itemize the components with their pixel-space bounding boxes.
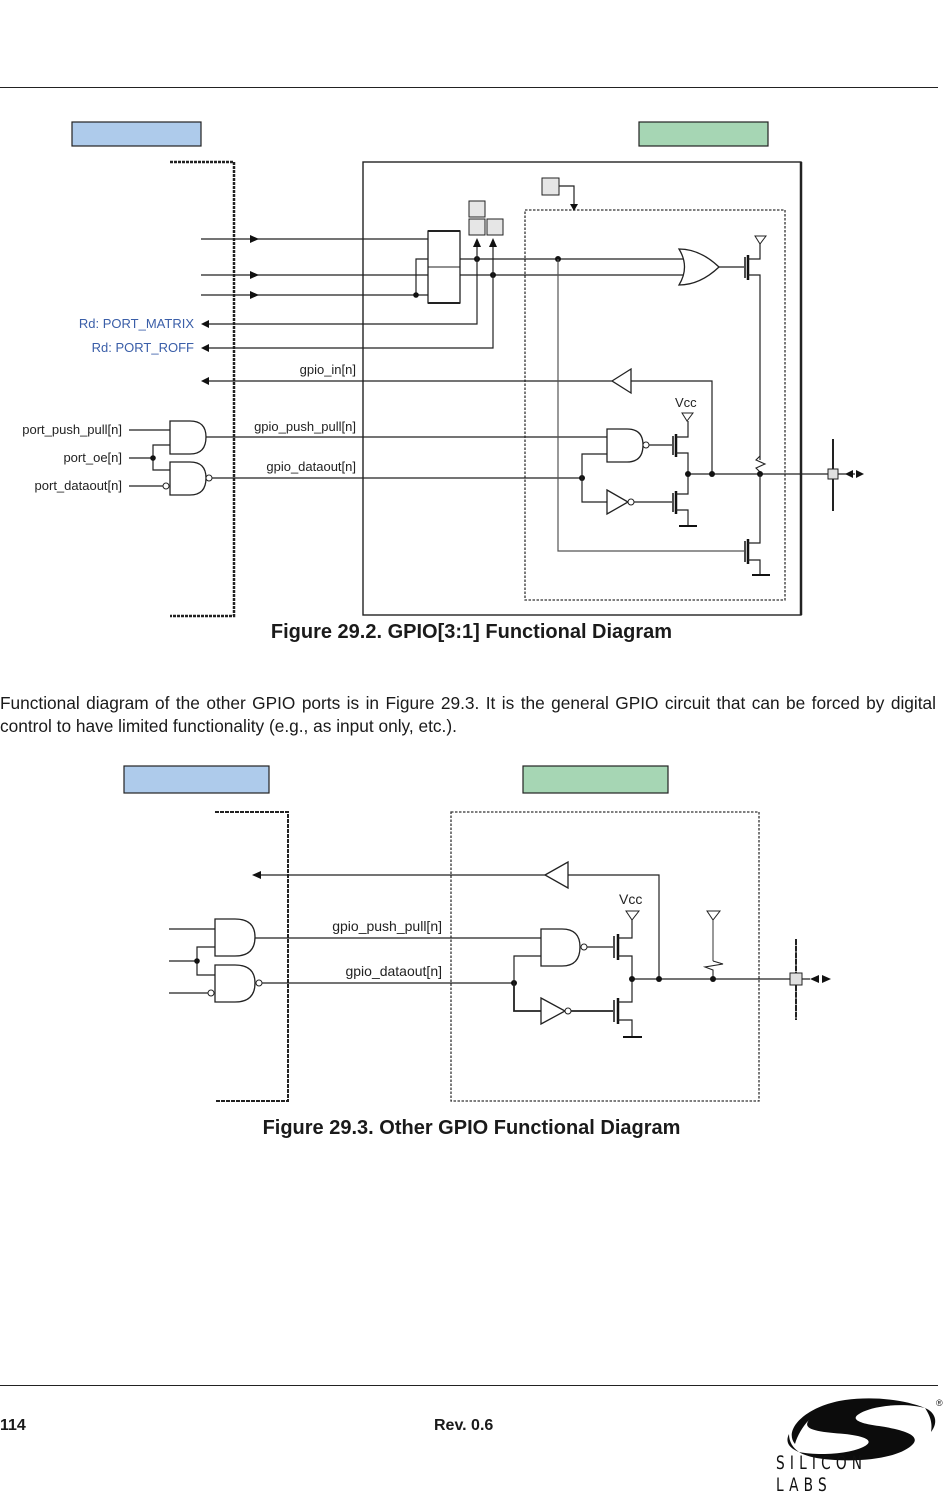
label-vcc: Vcc: [619, 891, 642, 907]
config-square: [468, 218, 486, 236]
and-gate: [214, 918, 256, 957]
label-gpio-dataout: gpio_dataout[n]: [345, 963, 442, 979]
digital-boundary: [170, 160, 236, 618]
analog-domain-box: [638, 121, 769, 147]
label-port-dataout: port_dataout[n]: [35, 478, 122, 493]
bidirectional-arrow-icon: [810, 975, 831, 983]
footer-rule: [0, 1385, 938, 1386]
pad-icon: [789, 972, 803, 986]
silicon-labs-logo-icon: ®: [787, 1398, 943, 1461]
page-number: 114: [0, 1417, 26, 1434]
or-gate: [677, 248, 720, 286]
pad-icon: [827, 468, 839, 480]
analog-domain-box: [522, 765, 669, 794]
figure-29-2-caption: Figure 29.2. GPIO[3:1] Functional Diagra…: [270, 621, 673, 643]
label-gpio-push-pull: gpio_push_pull[n]: [332, 918, 442, 934]
header-rule: [0, 87, 938, 88]
label-port-push-pull: port_push_pull[n]: [22, 422, 122, 437]
input-buffer: [543, 860, 569, 890]
brand-wordmark: SILICON LABS: [776, 1452, 868, 1496]
label-vcc: Vcc: [675, 395, 697, 410]
figure-29-2-diagram: Rd: PORT_MATRIX Rd: PORT_ROFF gpio_in[n]…: [22, 121, 864, 618]
io-cell-dashed: [524, 209, 786, 601]
config-square: [468, 200, 486, 218]
inverter: [540, 996, 567, 1026]
label-gpio-push-pull: gpio_push_pull[n]: [254, 419, 356, 434]
label-gpio-dataout: gpio_dataout[n]: [266, 459, 356, 474]
body-paragraph: Functional diagram of the other GPIO por…: [0, 693, 936, 737]
figure-29-3-caption: Figure 29.3. Other GPIO Functional Diagr…: [262, 1117, 681, 1139]
inverter: [606, 488, 630, 516]
label-port-oe: port_oe[n]: [63, 450, 122, 465]
figure-29-3-diagram: gpio_push_pull[n] gpio_dataout[n] Vcc: [123, 765, 831, 1102]
digital-domain-box: [71, 121, 202, 147]
and-gate: [169, 420, 207, 455]
config-square: [486, 218, 504, 236]
nand-gate-driver: [540, 928, 581, 967]
label-rd-port-matrix: Rd: PORT_MATRIX: [79, 316, 194, 331]
nand-gate: [214, 964, 256, 1003]
digital-boundary: [215, 811, 289, 1102]
label-gpio-in: gpio_in[n]: [300, 362, 356, 377]
bidirectional-arrow-icon: [845, 470, 864, 478]
io-cell-dashed: [450, 811, 760, 1102]
revision-label: Rev. 0.6: [434, 1417, 494, 1434]
digital-domain-box: [123, 765, 270, 794]
label-rd-port-roff: Rd: PORT_ROFF: [92, 340, 194, 355]
registered-mark: ®: [936, 1398, 943, 1408]
